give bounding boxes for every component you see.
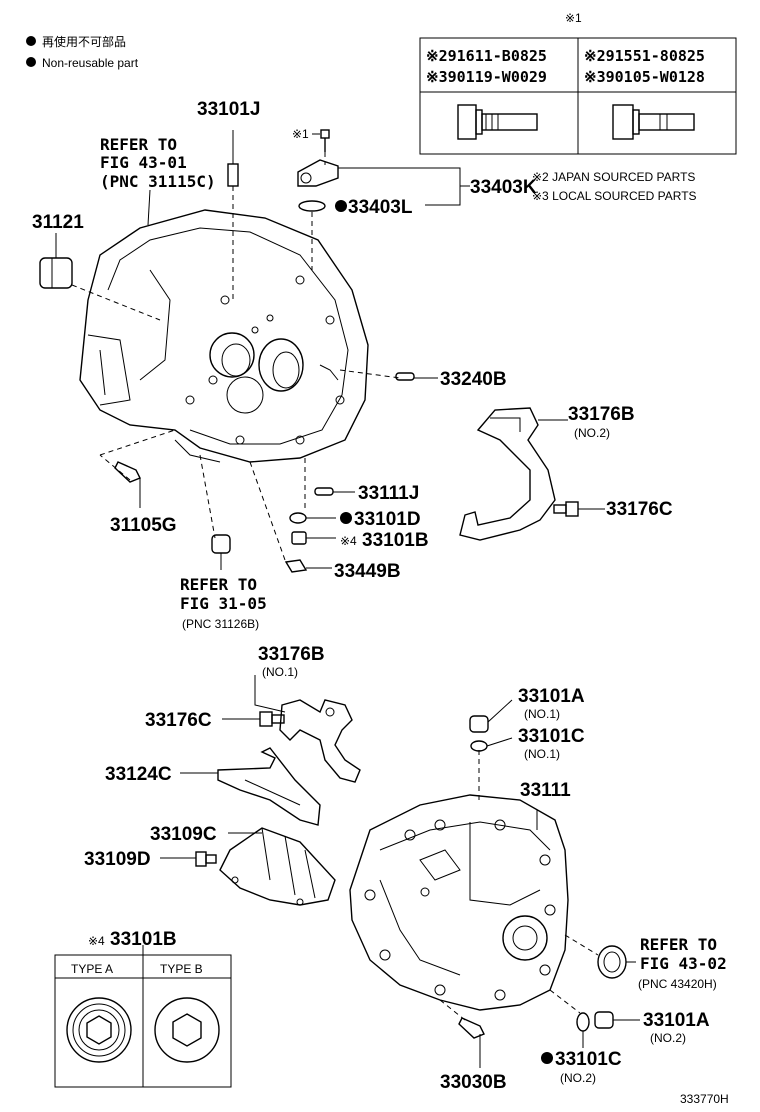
label-refer3-line3: (PNC 43420H) xyxy=(638,977,717,991)
non-reusable-bullet-icon xyxy=(541,1052,553,1064)
breather-33101J-drawing xyxy=(227,130,239,187)
label-refer2-line1: REFER TO xyxy=(180,575,257,594)
label-refer1-line2: FIG 43-01 xyxy=(100,153,187,172)
label-refer1-line3: (PNC 31115C) xyxy=(100,172,216,191)
note-cell-1-line1: ※291611-B0825 xyxy=(426,47,547,65)
washer-33101C-no2-drawing xyxy=(576,1012,590,1032)
label-33111: 33111 xyxy=(520,780,571,801)
label-33176B-no2: 33176B xyxy=(568,404,635,425)
plug-33101B-upper-drawing xyxy=(291,531,307,545)
washer-33101C-no1-drawing xyxy=(470,740,488,752)
label-33109D: 33109D xyxy=(84,849,151,870)
cover-33109C-drawing xyxy=(219,827,336,906)
label-33101D: 33101D xyxy=(354,509,421,530)
label-33101C-no1-sub: (NO.1) xyxy=(524,747,560,761)
label-33124C: 33124C xyxy=(105,764,172,785)
bolt-31105G-drawing xyxy=(114,461,141,508)
bracket-33176B-no1-drawing xyxy=(279,699,361,783)
bolt-33176C-upper-drawing xyxy=(553,501,579,517)
plate-33124C-drawing xyxy=(217,747,321,826)
plug-33101A-no1-drawing xyxy=(469,715,489,733)
label-refer2-line3: (PNC 31126B) xyxy=(182,617,259,631)
label-refer2-line2: FIG 31-05 xyxy=(180,594,267,613)
label-33101A-no2: 33101A xyxy=(643,1010,710,1031)
label-33101A-no1-sub: (NO.1) xyxy=(524,707,560,721)
label-33176C-mid: 33176C xyxy=(145,710,212,731)
label-31105G: 31105G xyxy=(110,515,177,536)
label-33109C: 33109C xyxy=(150,824,217,845)
label-33030B: 33030B xyxy=(440,1072,507,1093)
bracket-33176B-no2-drawing xyxy=(459,407,556,541)
sensor-33403K-drawing xyxy=(297,129,339,212)
refer-fig-31-05-drawing xyxy=(211,534,231,570)
non-reusable-bullet-icon xyxy=(26,57,36,67)
bolt-33109D-drawing xyxy=(195,851,217,867)
note-cell-1-line2: ※390119-W0029 xyxy=(426,68,547,86)
label-33403L: 33403L xyxy=(348,197,413,218)
label-33176C-upper: 33176C xyxy=(606,499,673,520)
label-33240B: 33240B xyxy=(440,369,507,390)
label-33101A-no2-sub: (NO.2) xyxy=(650,1031,686,1045)
pin-33240B-drawing xyxy=(395,372,415,381)
label-mark4-lower: ※4 xyxy=(88,934,105,948)
plug-33101A-no2-drawing xyxy=(594,1011,614,1029)
label-33101B-upper: 33101B xyxy=(362,530,429,551)
flange-bolt-icon xyxy=(612,104,695,140)
plug-type-b-icon xyxy=(154,997,220,1063)
label-refer3-line1: REFER TO xyxy=(640,935,717,954)
non-reusable-bullet-icon xyxy=(335,200,347,212)
note-table: ※1 ※291611-B0825 ※390119-W0029 ※291551-8… xyxy=(419,11,737,155)
label-33176B-no2-sub: (NO.2) xyxy=(574,426,610,440)
label-33101C-no2: 33101C xyxy=(555,1049,622,1070)
bolt-with-washer-icon xyxy=(457,104,538,140)
note-cell-2-line1: ※291551-80825 xyxy=(584,47,705,65)
label-31121: 31121 xyxy=(32,212,84,233)
label-33101C-no1: 33101C xyxy=(518,726,585,747)
legend-jp: 再使用不可部品 xyxy=(42,34,126,49)
label-33403K: 33403K xyxy=(470,177,537,198)
note-table-mark: ※1 xyxy=(565,11,582,25)
label-33101B-lower: 33101B xyxy=(110,929,177,950)
seal-33449B-drawing xyxy=(284,559,308,573)
transaxle-case-33111-drawing xyxy=(349,794,569,1011)
note-cell-2-line2: ※390105-W0128 xyxy=(584,68,705,86)
gasket-33101D-drawing xyxy=(289,512,307,524)
label-33101C-no2-sub: (NO.2) xyxy=(560,1071,596,1085)
oil-seal-refer-fig-43-02-drawing xyxy=(597,945,627,979)
label-33111J: 33111J xyxy=(358,483,419,504)
non-reusable-bullet-icon xyxy=(340,512,352,524)
transaxle-housing-drawing xyxy=(79,209,369,463)
note-japan-sourced: ※2 JAPAN SOURCED PARTS xyxy=(532,170,695,184)
diagram-id: 333770H xyxy=(680,1092,729,1106)
plug-type-a-icon xyxy=(66,997,132,1063)
label-mark4-upper: ※4 xyxy=(340,534,357,548)
label-33449B: 33449B xyxy=(334,561,401,582)
label-type-a: TYPE A xyxy=(71,962,113,976)
legend: 再使用不可部品 Non-reusable part xyxy=(26,34,139,70)
bolt-33030B-drawing xyxy=(458,1017,485,1068)
label-refer1-line1: REFER TO xyxy=(100,135,177,154)
label-33101A-no1: 33101A xyxy=(518,686,585,707)
note-local-sourced: ※3 LOCAL SOURCED PARTS xyxy=(532,189,697,203)
label-mark1-bolt: ※1 xyxy=(292,127,309,141)
non-reusable-bullet-icon xyxy=(26,36,36,46)
label-33101J: 33101J xyxy=(197,99,260,120)
label-type-b: TYPE B xyxy=(160,962,203,976)
mount-31121-drawing xyxy=(39,257,73,289)
label-33176B-no1-sub: (NO.1) xyxy=(262,665,298,679)
label-refer3-line2: FIG 43-02 xyxy=(640,954,727,973)
plug-type-table xyxy=(54,945,232,1088)
part-labels: 33101J REFER TO FIG 43-01 (PNC 31115C) ※… xyxy=(32,99,729,1106)
label-33176B-no1: 33176B xyxy=(258,644,325,665)
pin-33111J-drawing xyxy=(314,487,334,496)
legend-en: Non-reusable part xyxy=(42,56,139,70)
